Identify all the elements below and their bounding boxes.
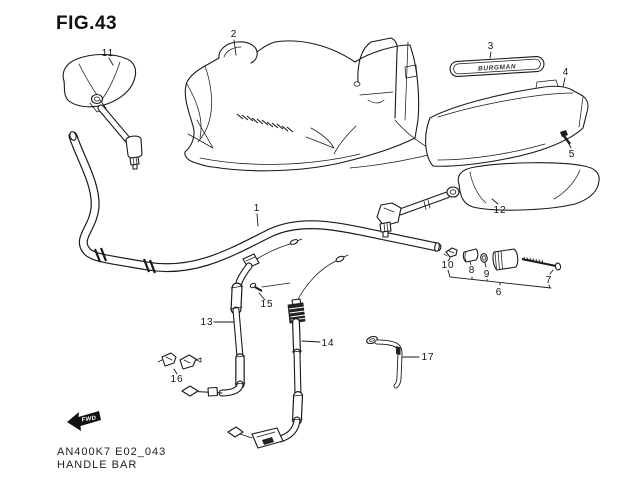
footer-code: AN400K7 E02_043 [57,446,166,458]
spacer-8 [462,248,479,263]
callout-10: 10 [441,260,454,271]
callout-11: 11 [102,48,114,59]
clip-10 [445,247,458,258]
weight-6 [492,248,519,271]
cable-13-drawing [181,238,303,397]
callout-15: 15 [260,299,273,310]
callout-17: 17 [421,352,434,363]
screw-7 [521,256,562,271]
bar-knurl-bands [93,247,157,274]
emblem-logo-text: BURGMAN [478,63,517,72]
callout-4: 4 [563,67,570,78]
callout-16: 16 [170,374,183,385]
leader-lines [108,39,572,375]
callout-1: 1 [254,203,261,214]
callout-14: 14 [321,338,334,349]
callout-13: 13 [200,317,213,328]
screw-5-drawing [560,130,571,145]
bar-left-end [69,131,77,141]
callout-8: 8 [469,265,476,276]
callout-3: 3 [488,41,495,52]
rear-cover-drawing [425,79,589,167]
right-mirror-drawing [376,162,600,238]
handlebar-drawing [68,131,442,274]
balancer-parts-drawing [443,247,562,271]
callout-12: 12 [493,205,506,216]
center-bracket-drawing [333,37,433,155]
callout-2: 2 [231,29,238,40]
ring-9 [480,253,488,263]
callout-9: 9 [484,269,491,280]
left-mirror-drawing [62,53,143,170]
figure-title: FIG.43 [56,13,117,34]
cover-hatching [236,113,294,133]
emblem-drawing: BURGMAN [449,56,545,77]
fwd-arrow: FWD [67,411,101,431]
band-17-drawing [366,335,403,389]
footer-name: HANDLE BAR [57,459,137,471]
screw-15-drawing [249,282,291,292]
callout-5: 5 [569,149,576,160]
cable-14-drawing [227,254,349,449]
callout-6: 6 [496,287,503,298]
front-cover-drawing [184,40,463,172]
callout-7: 7 [546,275,553,286]
fwd-arrow-label: FWD [81,415,97,423]
clamps-16-drawing [157,352,202,370]
bar-right-end [434,242,440,252]
